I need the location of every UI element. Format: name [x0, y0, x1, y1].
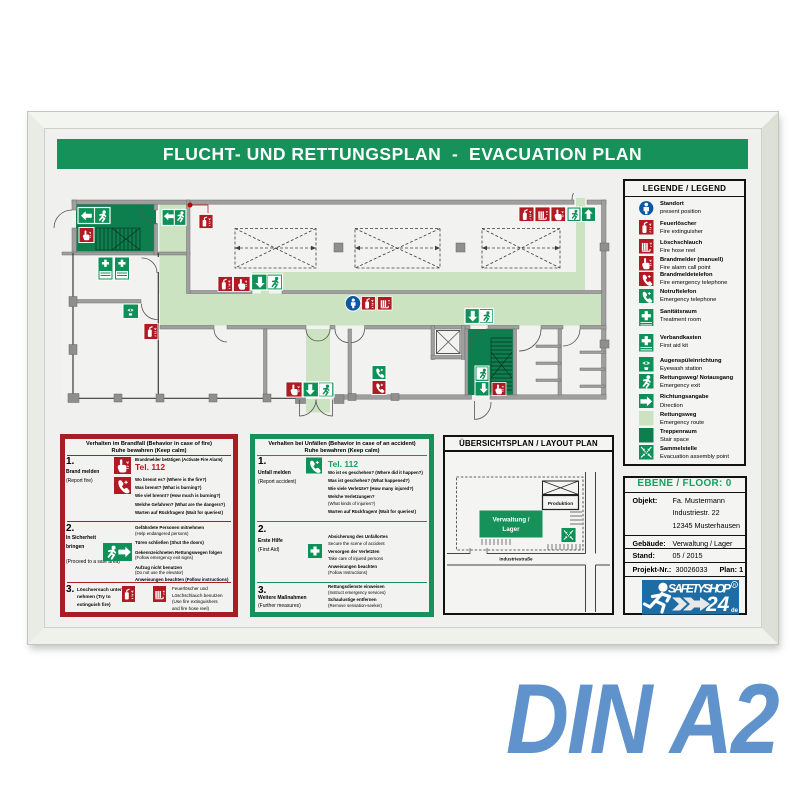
svg-text:Industriestraße: Industriestraße	[499, 557, 533, 562]
svg-text:Produktion: Produktion	[548, 501, 573, 507]
svg-text:24: 24	[705, 593, 730, 615]
svg-text:Lager: Lager	[502, 526, 520, 533]
svg-text:SAFETYSHOP: SAFETYSHOP	[668, 581, 732, 595]
svg-text:Verwaltung /: Verwaltung /	[492, 517, 529, 524]
svg-text:R: R	[732, 582, 736, 587]
svg-text:de: de	[731, 608, 739, 614]
